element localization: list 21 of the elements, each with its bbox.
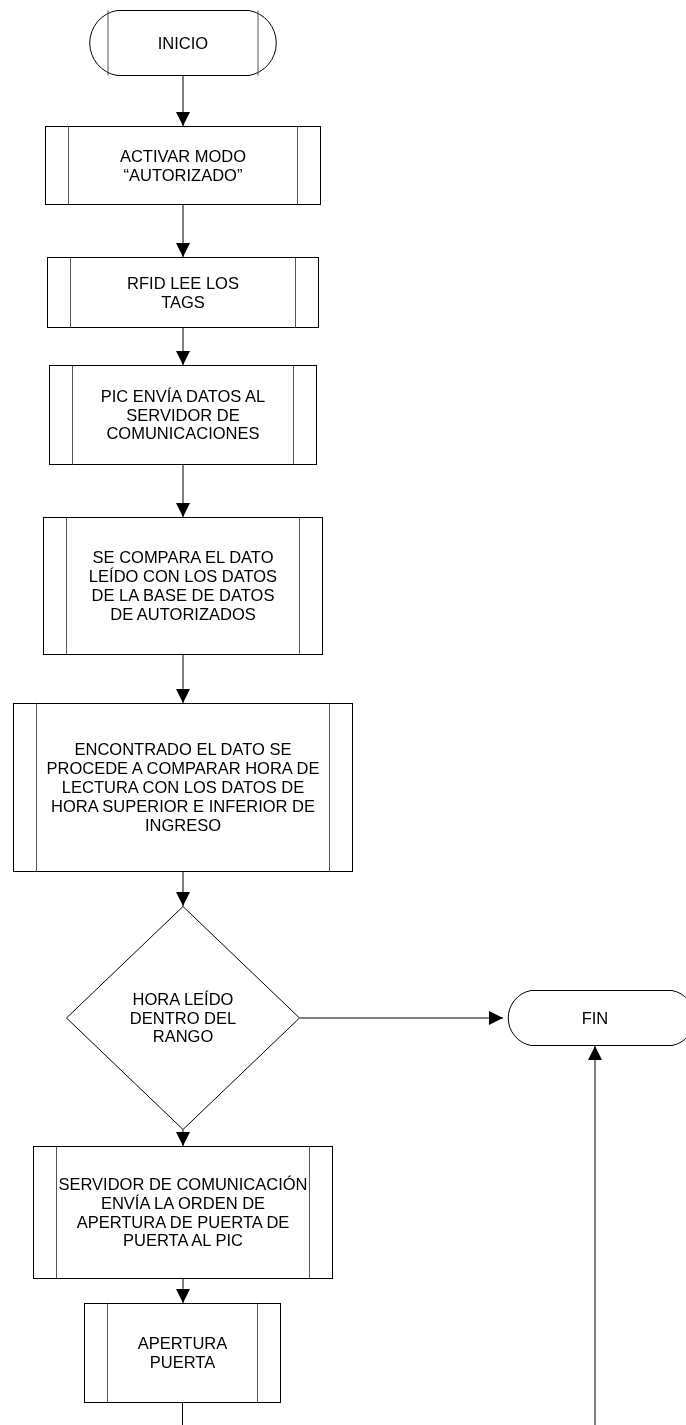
node-label: ENCONTRADO EL DATO SE PROCEDE A COMPARAR HORA DE LECTURA CON LOS DATOS DE HORA SUPERIOR E INFERIOR DE INGRESO (45, 740, 321, 835)
node-label: APERTURA PUERTA (136, 1334, 229, 1372)
arrow (299, 1011, 504, 1025)
node-label: INICIO (156, 33, 210, 53)
node-label: RFID LEE LOS TAGS (126, 273, 240, 312)
arrow (176, 204, 190, 258)
arrow (588, 1045, 602, 1425)
node-label: HORA LEÍDO DENTRO DEL RANGO (128, 989, 238, 1047)
arrow (176, 1129, 190, 1147)
arrow (176, 327, 190, 366)
arrow (176, 654, 190, 704)
arrow (176, 464, 190, 518)
node-label: SERVIDOR DE COMUNICACIÓN ENVÍA LA ORDEN DE APERTURA DE PUERTA DE PUERTA AL PIC (58, 1174, 308, 1251)
node-label: SE COMPARA EL DATO LEÍDO CON LOS DATOS DE LA BASE DE DATOS DE AUTORIZADOS (87, 548, 279, 624)
node-label: FIN (580, 1008, 610, 1028)
arrow (176, 1278, 190, 1304)
node-label: PIC ENVÍA DATOS AL SERVIDOR DE COMUNICACIONES (99, 386, 267, 444)
arrow (176, 75, 190, 127)
arrow (176, 871, 190, 907)
node-label: ACTIVAR MODO “AUTORIZADO” (118, 146, 248, 185)
line (182, 1402, 183, 1425)
